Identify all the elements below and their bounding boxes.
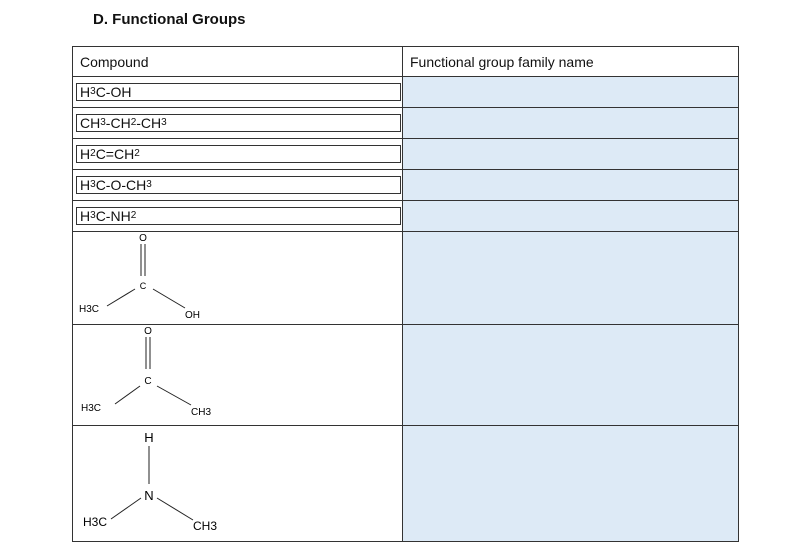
bond-line [110, 497, 142, 520]
structure-cell: O C H3C OH [72, 231, 403, 325]
bond-line [152, 288, 186, 309]
oxygen-label: O [139, 233, 147, 244]
bond-line [156, 497, 194, 521]
methyl-label: CH3 [191, 407, 211, 418]
section-title: D. Functional Groups [93, 11, 246, 28]
acetic-acid-structure: O C H3C OH [79, 233, 200, 321]
answer-cell[interactable] [402, 425, 739, 542]
methyl-label: H3C [79, 304, 99, 315]
answer-cell[interactable] [402, 324, 739, 426]
header-family-name: Functional group family name [402, 46, 739, 77]
carbon-label: C [144, 376, 151, 387]
answer-cell[interactable] [402, 138, 739, 170]
nitrogen-label: N [144, 488, 153, 503]
bond-line [114, 385, 141, 405]
answer-cell[interactable] [402, 76, 739, 108]
carbon-label: C [140, 281, 147, 291]
table-row: O C H3C CH3 [72, 324, 739, 426]
methyl-label: H3C [83, 515, 107, 529]
dimethylamine-structure: H N H3C CH3 [83, 430, 217, 533]
acetone-structure: O C H3C CH3 [81, 326, 211, 418]
answer-cell[interactable] [402, 107, 739, 139]
bond-line [156, 385, 192, 406]
answer-cell[interactable] [402, 169, 739, 201]
answer-cell[interactable] [402, 231, 739, 325]
answer-cell[interactable] [402, 200, 739, 232]
structure-cell: O C H3C CH3 [72, 324, 403, 426]
methyl-label: H3C [81, 403, 101, 414]
header-compound: Compound [72, 46, 403, 77]
table-row: O C H3C OH [72, 231, 739, 325]
table-header-row: Compound Functional group family name [72, 46, 739, 77]
table-row: H N H3C CH3 [72, 425, 739, 542]
oxygen-label: O [144, 326, 152, 337]
bond-line [106, 288, 136, 307]
methyl-label: CH3 [193, 519, 217, 533]
structure-cell: H N H3C CH3 [72, 425, 403, 542]
hydrogen-label: H [144, 430, 153, 445]
hydroxyl-label: OH [185, 310, 200, 321]
